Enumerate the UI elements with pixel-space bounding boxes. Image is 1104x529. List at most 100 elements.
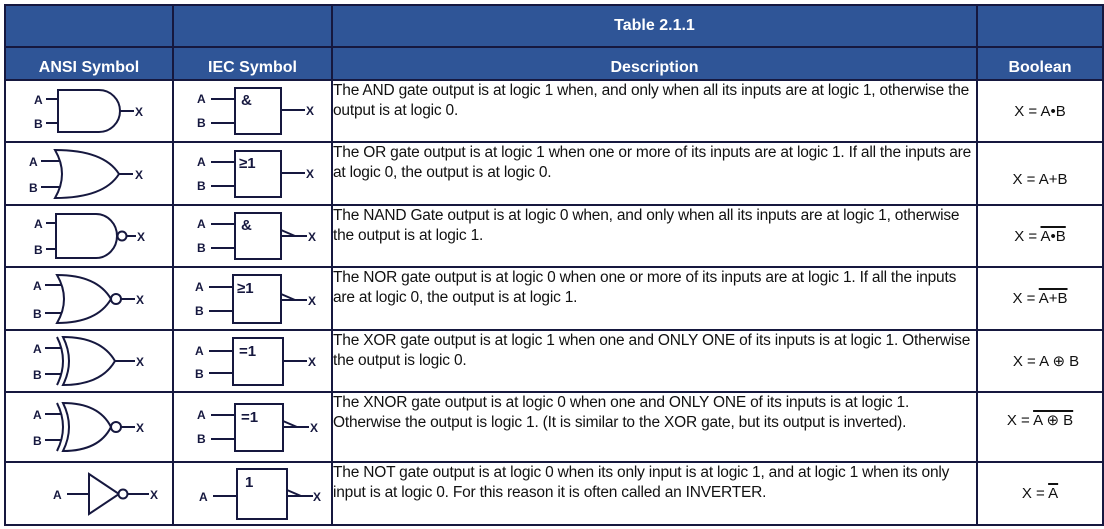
svg-text:A: A xyxy=(195,280,204,294)
iec-nand-gate-cell: & A B X xyxy=(172,204,333,268)
iec-xnor-gate-icon: =1 A B X xyxy=(197,403,318,452)
iec-or-gate-icon: ≥1 A B X xyxy=(197,149,314,198)
svg-text:&: & xyxy=(241,92,252,109)
ansi-nand-gate-cell: A B X xyxy=(4,204,174,268)
svg-text:A: A xyxy=(197,408,206,422)
ansi-or-gate-icon: A B X xyxy=(29,148,143,199)
svg-text:B: B xyxy=(34,243,43,257)
table-title: Table 2.1.1 xyxy=(331,4,978,48)
description-xnor: The XNOR gate output is at logic 0 when … xyxy=(331,391,978,463)
overline-expr: A ⊕ B xyxy=(1033,412,1074,429)
svg-text:A: A xyxy=(197,155,206,169)
svg-text:B: B xyxy=(33,434,42,448)
overline-expr: A xyxy=(1048,485,1059,502)
ansi-not-gate-icon: A X xyxy=(53,471,158,516)
svg-text:A: A xyxy=(33,408,42,422)
ansi-nand-gate-icon: A B X xyxy=(34,213,145,259)
header-description: Description xyxy=(331,46,978,81)
svg-text:B: B xyxy=(33,368,42,382)
svg-text:A: A xyxy=(199,490,208,504)
table-row-nand: A B X & A B X The NAND Gate output is at… xyxy=(4,204,1104,268)
title-empty-cell xyxy=(976,4,1104,48)
ansi-and-gate-icon: A B X xyxy=(34,89,143,133)
iec-or-gate-cell: ≥1 A B X xyxy=(172,141,333,206)
logic-gates-table: Table 2.1.1 ANSI Symbol IEC Symbol Descr… xyxy=(4,4,1104,526)
svg-text:X: X xyxy=(310,421,318,435)
table-row-and: A B X & A B X The AND gate output is at … xyxy=(4,79,1104,143)
svg-text:B: B xyxy=(197,116,206,130)
boolean-not: X = A xyxy=(976,461,1104,526)
svg-text:A: A xyxy=(53,488,62,502)
svg-text:&: & xyxy=(241,217,252,234)
overline-expr: A•B xyxy=(1040,227,1066,245)
svg-text:A: A xyxy=(29,155,38,169)
svg-text:1: 1 xyxy=(245,474,253,491)
table-row-xnor: A B X =1 A B X The XNOR gate output is a… xyxy=(4,391,1104,463)
iec-nor-gate-icon: ≥1 A B X xyxy=(195,273,316,324)
svg-text:X: X xyxy=(136,293,144,307)
iec-not-gate-icon: 1 A X xyxy=(199,467,321,520)
title-empty-cell xyxy=(4,4,174,48)
ansi-xor-gate-icon: A B X xyxy=(33,335,144,387)
title-empty-cell xyxy=(172,4,333,48)
ansi-xnor-gate-icon: A B X xyxy=(33,401,144,453)
svg-text:X: X xyxy=(313,490,321,504)
description-nor: The NOR gate output is at logic 0 when o… xyxy=(331,266,978,331)
svg-text:A: A xyxy=(197,217,206,231)
description-nand: The NAND Gate output is at logic 0 when,… xyxy=(331,204,978,268)
svg-text:A: A xyxy=(197,92,206,106)
ansi-nor-gate-cell: A B X xyxy=(4,266,174,331)
svg-text:X: X xyxy=(150,488,158,502)
svg-text:A: A xyxy=(195,344,204,358)
svg-text:B: B xyxy=(197,179,206,193)
description-or: The OR gate output is at logic 1 when on… xyxy=(331,141,978,206)
header-ansi-symbol: ANSI Symbol xyxy=(4,46,174,81)
boolean-xor: X = A ⊕ B xyxy=(976,329,1104,393)
svg-text:X: X xyxy=(136,355,144,369)
iec-not-gate-cell: 1 A X xyxy=(172,461,333,526)
svg-text:A: A xyxy=(33,342,42,356)
header-iec-symbol: IEC Symbol xyxy=(172,46,333,81)
ansi-not-gate-cell: A X xyxy=(4,461,174,526)
description-not: The NOT gate output is at logic 0 when i… xyxy=(331,461,978,526)
svg-text:X: X xyxy=(135,168,143,182)
svg-text:B: B xyxy=(33,307,42,321)
table-header-row: ANSI Symbol IEC Symbol Description Boole… xyxy=(4,46,1104,81)
header-boolean: Boolean xyxy=(976,46,1104,81)
iec-and-gate-cell: & A B X xyxy=(172,79,333,143)
table-title-row: Table 2.1.1 xyxy=(4,4,1104,48)
svg-text:B: B xyxy=(29,181,38,195)
table-row-not: A X 1 A X The NOT gate output is at logi… xyxy=(4,461,1104,526)
ansi-xnor-gate-cell: A B X xyxy=(4,391,174,463)
boolean-or: X = A+B xyxy=(976,141,1104,206)
svg-text:=1: =1 xyxy=(241,409,258,426)
iec-xor-gate-icon: =1 A B X xyxy=(195,337,316,386)
boolean-xnor: X = A ⊕ B xyxy=(976,391,1104,463)
svg-text:A: A xyxy=(33,279,42,293)
ansi-nor-gate-icon: A B X xyxy=(33,273,144,324)
ansi-or-gate-cell: A B X xyxy=(4,141,174,206)
description-and: The AND gate output is at logic 1 when, … xyxy=(331,79,978,143)
svg-text:B: B xyxy=(197,241,206,255)
iec-nor-gate-cell: ≥1 A B X xyxy=(172,266,333,331)
svg-text:≥1: ≥1 xyxy=(237,280,254,297)
svg-text:B: B xyxy=(195,304,204,318)
svg-text:A: A xyxy=(34,217,43,231)
svg-text:B: B xyxy=(195,367,204,381)
iec-nand-gate-icon: & A B X xyxy=(197,212,316,260)
svg-text:X: X xyxy=(308,230,316,244)
iec-xor-gate-cell: =1 A B X xyxy=(172,329,333,393)
boolean-nand: X = A•B xyxy=(976,204,1104,268)
svg-text:X: X xyxy=(136,421,144,435)
svg-text:≥1: ≥1 xyxy=(239,155,256,172)
iec-and-gate-icon: & A B X xyxy=(197,87,314,135)
table-row-or: A B X ≥1 A B X The OR gate output is at … xyxy=(4,141,1104,206)
boolean-nor: X = A+B xyxy=(976,266,1104,331)
ansi-and-gate-cell: A B X xyxy=(4,79,174,143)
iec-xnor-gate-cell: =1 A B X xyxy=(172,391,333,463)
description-xor: The XOR gate output is at logic 1 when o… xyxy=(331,329,978,393)
svg-text:B: B xyxy=(34,117,43,131)
svg-text:X: X xyxy=(306,167,314,181)
svg-text:X: X xyxy=(308,355,316,369)
boolean-and: X = A•B xyxy=(976,79,1104,143)
